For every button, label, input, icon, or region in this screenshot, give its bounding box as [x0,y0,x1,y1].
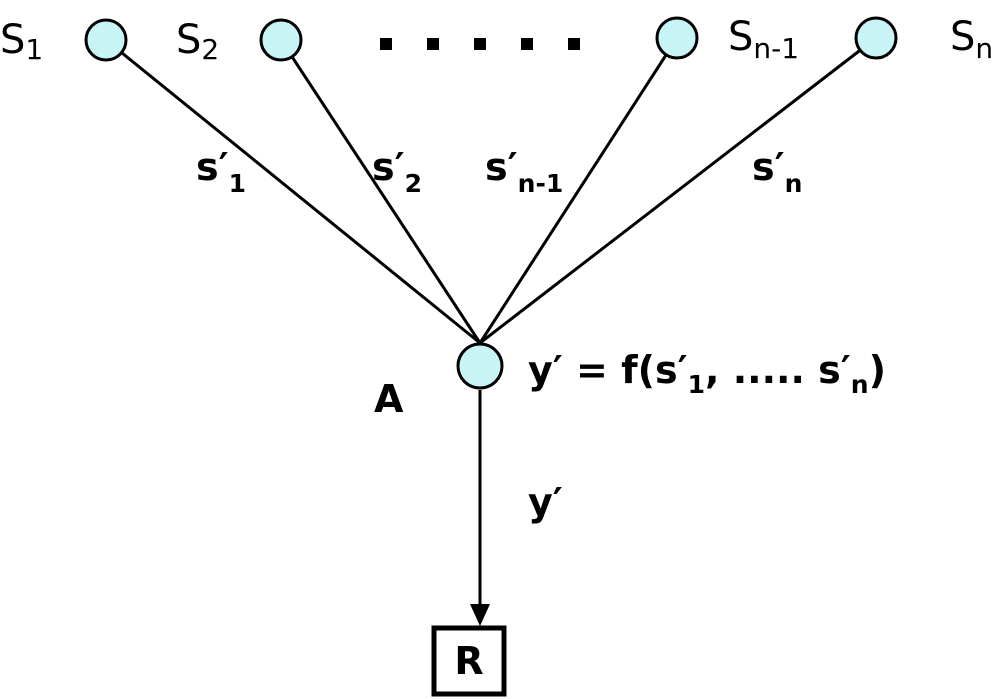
source-label-n: Sn [950,14,993,65]
aggregator-label: A [374,377,404,421]
aggregator-node [456,342,504,390]
source-label-1: S1 [0,17,43,66]
source-label-n-1: Sn-1 [728,14,799,65]
aggregator-formula: y′ = f(s′1, ..... s′n) [528,348,886,399]
receiver-label: R [454,639,483,683]
edge-label-1: s′1 [196,145,246,198]
edge-s1-to-a [105,38,481,345]
source-label-2: S2 [176,17,219,66]
output-edge-label: y′ [528,480,563,524]
edge-sn-to-a [479,36,877,345]
receiver-box [431,625,507,697]
edge-label-n: s′n [752,145,802,198]
ellipsis-dots [380,38,580,50]
source-node-n [854,16,898,60]
edge-label-2: s′2 [372,145,422,198]
source-node-2 [259,18,303,62]
source-node-n-1 [655,16,699,60]
edge-label-n-1: s′n-1 [485,145,563,198]
edge-s2-to-a [279,39,482,344]
edge-sn1-to-a [478,37,679,344]
arrowhead-icon [470,604,490,626]
source-node-1 [84,18,128,62]
